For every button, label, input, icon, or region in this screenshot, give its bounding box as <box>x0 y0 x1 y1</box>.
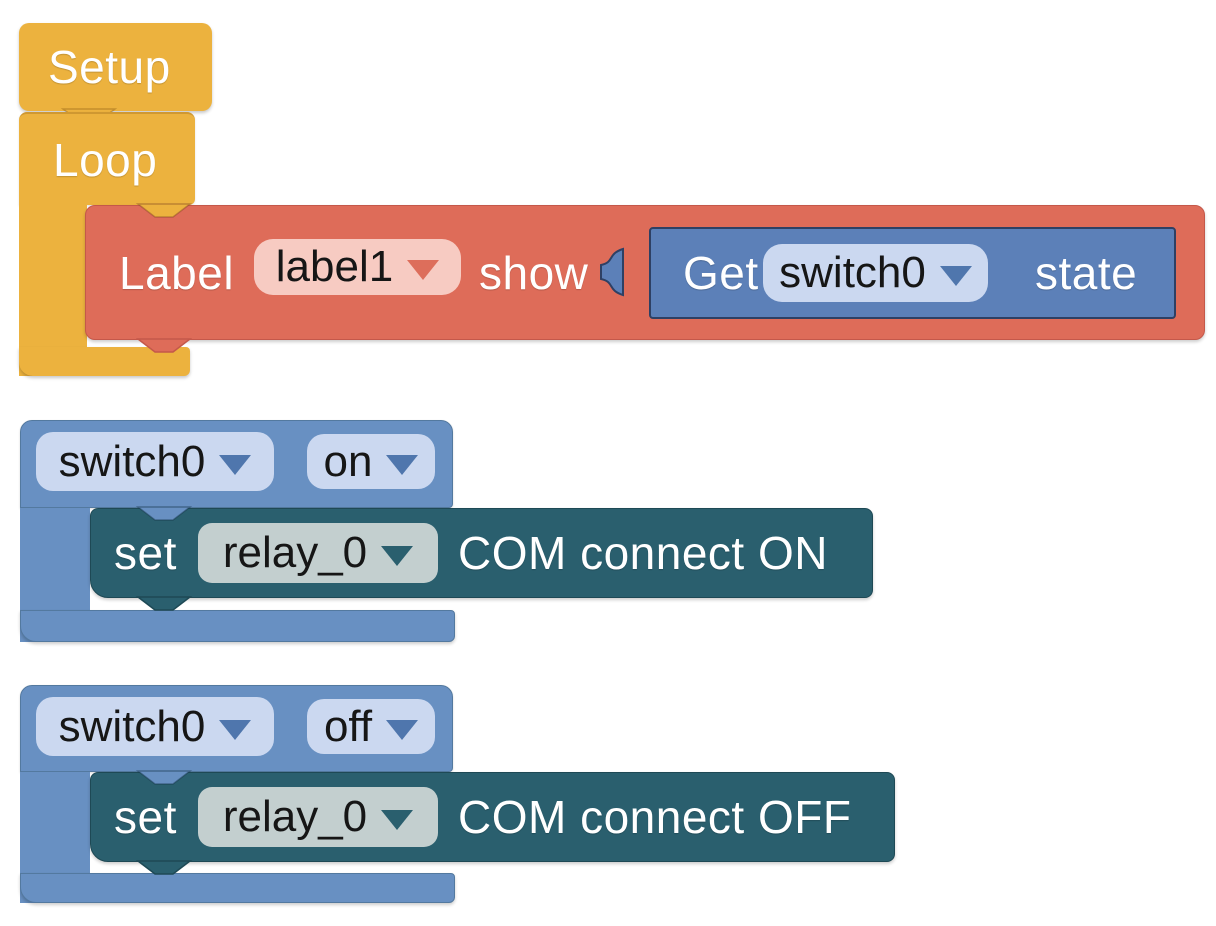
relay-on-dropdown[interactable]: relay_0 <box>198 523 438 583</box>
block-switch-off[interactable]: switch0 off <box>20 685 453 772</box>
set-relay-off-prefix: set <box>114 791 177 843</box>
set-relay-off-suffix: COM connect OFF <box>458 791 852 843</box>
dropdown-arrow-icon <box>386 719 419 740</box>
switch-on-state-dropdown[interactable]: on <box>307 434 435 489</box>
switch-on-inner-notch-tab-icon <box>135 506 193 521</box>
block-set-relay-off[interactable]: set relay_0 COM connect OFF <box>90 772 895 862</box>
block-label-show[interactable]: Label label1 show Get switch0 state <box>85 205 1205 340</box>
dropdown-arrow-icon <box>219 719 252 740</box>
switch-off-foot <box>20 873 455 903</box>
label-show-bottom-tab-icon <box>135 338 193 353</box>
label-show-prefix: Label <box>119 246 235 299</box>
block-loop[interactable]: Loop <box>19 112 195 205</box>
block-get-state[interactable]: Get switch0 state <box>649 227 1176 319</box>
switch-on-device-value: switch0 <box>58 436 206 486</box>
dropdown-arrow-icon <box>219 454 252 475</box>
dropdown-arrow-icon <box>381 546 414 566</box>
switch-off-state-value: off <box>323 701 373 751</box>
switch-on-device-dropdown[interactable]: switch0 <box>36 432 274 491</box>
set-relay-off-bottom-tab-icon <box>135 860 193 875</box>
label1-dropdown-value: label1 <box>275 242 394 291</box>
get-switch-dropdown[interactable]: switch0 <box>763 244 988 302</box>
block-set-relay-on[interactable]: set relay_0 COM connect ON <box>90 508 873 598</box>
dropdown-arrow-icon <box>386 454 419 475</box>
switch-on-state-value: on <box>323 436 373 486</box>
switch-off-device-value: switch0 <box>58 701 206 751</box>
set-relay-on-suffix: COM connect ON <box>458 527 828 579</box>
set-relay-on-bottom-tab-icon <box>135 596 193 611</box>
dropdown-arrow-icon <box>381 810 414 830</box>
switch-off-inner-notch-tab-icon <box>135 770 193 785</box>
label-show-suffix: show <box>479 246 589 299</box>
switch-on-foot <box>20 610 455 642</box>
block-switch-on[interactable]: switch0 on <box>20 420 453 508</box>
loop-inner-notch-tab-icon <box>135 203 193 218</box>
dropdown-arrow-icon <box>939 266 972 286</box>
relay-off-dropdown[interactable]: relay_0 <box>198 787 438 847</box>
get-switch-dropdown-value: switch0 <box>779 248 926 297</box>
setup-label: Setup <box>48 41 171 93</box>
dropdown-arrow-icon <box>407 260 440 280</box>
block-setup[interactable]: Setup <box>19 23 212 111</box>
switch-off-device-dropdown[interactable]: switch0 <box>36 697 274 756</box>
set-relay-on-prefix: set <box>114 527 177 579</box>
label1-dropdown[interactable]: label1 <box>254 239 461 295</box>
switch-off-state-dropdown[interactable]: off <box>307 699 435 754</box>
get-state-prefix: Get <box>683 247 759 299</box>
get-state-suffix: state <box>1035 247 1138 299</box>
puzzle-tab-icon <box>600 247 624 297</box>
relay-on-dropdown-value: relay_0 <box>222 528 368 577</box>
loop-label: Loop <box>53 133 158 186</box>
relay-off-dropdown-value: relay_0 <box>222 792 368 841</box>
